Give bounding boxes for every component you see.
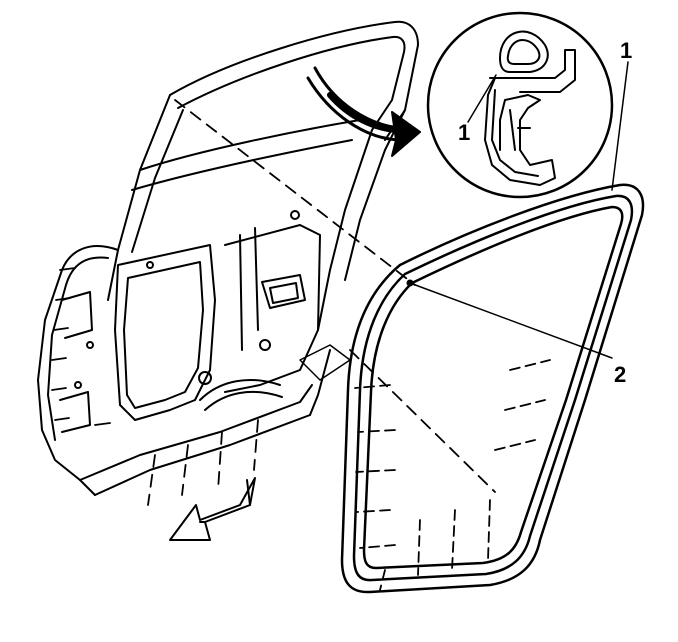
door-dash-marks [51, 267, 111, 426]
seal-dash-marks [354, 359, 551, 591]
leader-seal-outer [611, 61, 629, 191]
detail-view [426, 11, 614, 199]
callout-labels: 1 1 2 [458, 38, 632, 387]
weatherstrip-seal [340, 183, 645, 594]
door-body [37, 20, 419, 496]
seal-cross-section [484, 30, 576, 186]
callout-seal-fastener: 2 [614, 362, 626, 387]
leader-seal-detail [467, 74, 497, 123]
removal-direction-arrow [169, 477, 256, 541]
callout-seal-outer: 1 [620, 38, 632, 63]
fastener-point [406, 279, 414, 287]
callout-seal-detail: 1 [458, 120, 470, 145]
alignment-lines [147, 99, 496, 506]
detail-pointer-arrow [306, 66, 421, 157]
leader-lines [409, 61, 629, 359]
leader-seal-fastener [409, 282, 613, 359]
